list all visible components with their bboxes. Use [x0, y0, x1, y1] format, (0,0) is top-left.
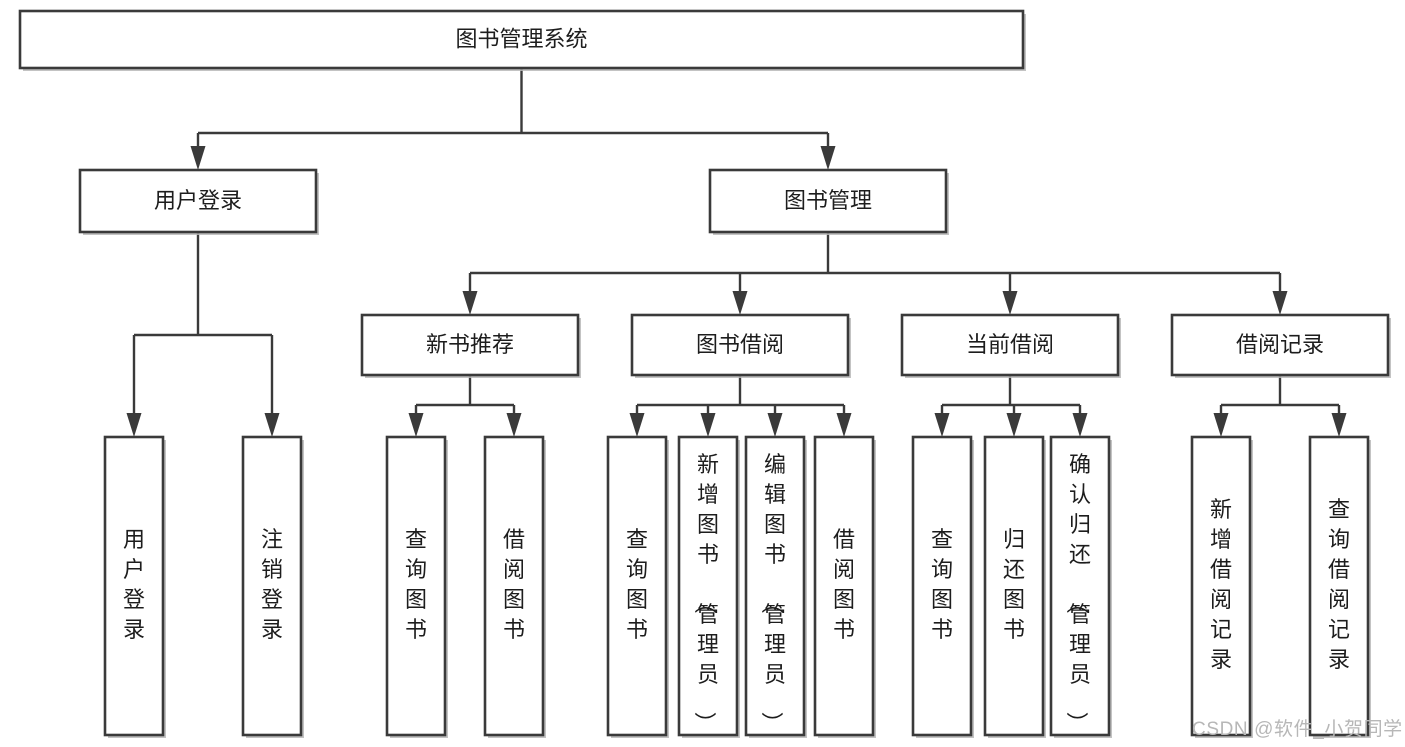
node-rect[interactable] [1049, 435, 1111, 737]
node-rect[interactable] [103, 435, 165, 737]
arrow-head-icon [462, 291, 478, 315]
arrow-head-icon [1002, 291, 1018, 315]
arrow-head-icon [934, 413, 950, 437]
arrow-head-icon [190, 146, 206, 170]
node-label: 查询借阅记录 [1328, 497, 1350, 672]
node-leaf-query-book-2[interactable]: 查询图书 [606, 435, 669, 738]
arrow-head-icon [1331, 413, 1347, 437]
node-label: 借阅记录 [1236, 332, 1324, 357]
node-label: 借阅图书 [833, 527, 855, 642]
arrow-head-icon [1072, 413, 1088, 437]
arrow-head-icon [506, 413, 522, 437]
node-leaf-borrow-book-2[interactable]: 借阅图书 [813, 435, 876, 738]
node-label: 当前借阅 [966, 332, 1054, 357]
node-rect[interactable] [1170, 313, 1390, 377]
arrow-head-icon [126, 413, 142, 437]
node-root[interactable]: 图书管理系统 [18, 9, 1026, 71]
arrow-head-icon [264, 413, 280, 437]
node-rect[interactable] [911, 435, 973, 737]
node-label: 新增图书（管理员） [692, 452, 719, 734]
node-rect[interactable] [18, 9, 1025, 70]
node-label: 图书管理 [784, 188, 872, 213]
node-rect[interactable] [1308, 435, 1370, 737]
node-rect[interactable] [483, 435, 545, 737]
arrow-head-icon [820, 146, 836, 170]
arrow-head-icon [1213, 413, 1229, 437]
node-label: 图书借阅 [696, 332, 784, 357]
node-leaf-query-book-3[interactable]: 查询图书 [911, 435, 974, 738]
node-new-book-rec[interactable]: 新书推荐 [360, 313, 581, 378]
arrow-head-icon [767, 413, 783, 437]
node-leaf-add-record[interactable]: 新增借阅记录 [1190, 435, 1253, 738]
node-label: 新增借阅记录 [1210, 497, 1232, 672]
arrow-head-icon [836, 413, 852, 437]
node-rect[interactable] [813, 435, 875, 737]
node-label: 编辑图书（管理员） [759, 452, 786, 734]
arrow-head-icon [408, 413, 424, 437]
node-rect[interactable] [630, 313, 850, 377]
node-layer: 图书管理系统用户登录图书管理新书推荐图书借阅当前借阅借阅记录用户登录注销登录查询… [18, 9, 1391, 738]
node-label: 用户登录 [123, 527, 145, 642]
node-rect[interactable] [360, 313, 580, 377]
node-label: 查询图书 [405, 527, 427, 642]
node-label: 归还图书 [1003, 527, 1025, 642]
arrow-head-icon [629, 413, 645, 437]
node-leaf-add-book[interactable]: 新增图书（管理员） [677, 435, 740, 738]
node-leaf-logout[interactable]: 注销登录 [241, 435, 304, 738]
node-leaf-borrow-book-1[interactable]: 借阅图书 [483, 435, 546, 738]
node-borrow-record[interactable]: 借阅记录 [1170, 313, 1391, 378]
node-rect[interactable] [606, 435, 668, 737]
arrow-head-icon [1272, 291, 1288, 315]
node-leaf-query-book-1[interactable]: 查询图书 [385, 435, 448, 738]
node-leaf-confirm-return[interactable]: 确认归还（管理员） [1049, 435, 1112, 738]
node-leaf-user-login[interactable]: 用户登录 [103, 435, 166, 738]
node-rect[interactable] [241, 435, 303, 737]
node-rect[interactable] [1190, 435, 1252, 737]
node-label: 查询图书 [931, 527, 953, 642]
node-book-borrow[interactable]: 图书借阅 [630, 313, 851, 378]
node-label: 确认归还（管理员） [1064, 452, 1091, 734]
node-label: 用户登录 [154, 188, 242, 213]
node-label: 注销登录 [261, 527, 283, 642]
node-rect[interactable] [385, 435, 447, 737]
node-rect[interactable] [708, 168, 948, 234]
node-leaf-return-book[interactable]: 归还图书 [983, 435, 1046, 738]
node-book-manage[interactable]: 图书管理 [708, 168, 949, 235]
node-label: 借阅图书 [503, 527, 525, 642]
node-rect[interactable] [900, 313, 1120, 377]
connector-layer [126, 68, 1347, 437]
arrow-head-icon [1006, 413, 1022, 437]
node-leaf-edit-book[interactable]: 编辑图书（管理员） [744, 435, 807, 738]
node-label: 图书管理系统 [455, 26, 587, 51]
node-rect[interactable] [677, 435, 739, 737]
node-label: 查询图书 [626, 527, 648, 642]
node-rect[interactable] [744, 435, 806, 737]
node-user-login[interactable]: 用户登录 [78, 168, 319, 235]
node-label: 新书推荐 [426, 332, 514, 357]
node-leaf-query-record[interactable]: 查询借阅记录 [1308, 435, 1371, 738]
node-current-borrow[interactable]: 当前借阅 [900, 313, 1121, 378]
node-rect[interactable] [983, 435, 1045, 737]
arrow-head-icon [732, 291, 748, 315]
arrow-head-icon [700, 413, 716, 437]
node-rect[interactable] [78, 168, 318, 234]
